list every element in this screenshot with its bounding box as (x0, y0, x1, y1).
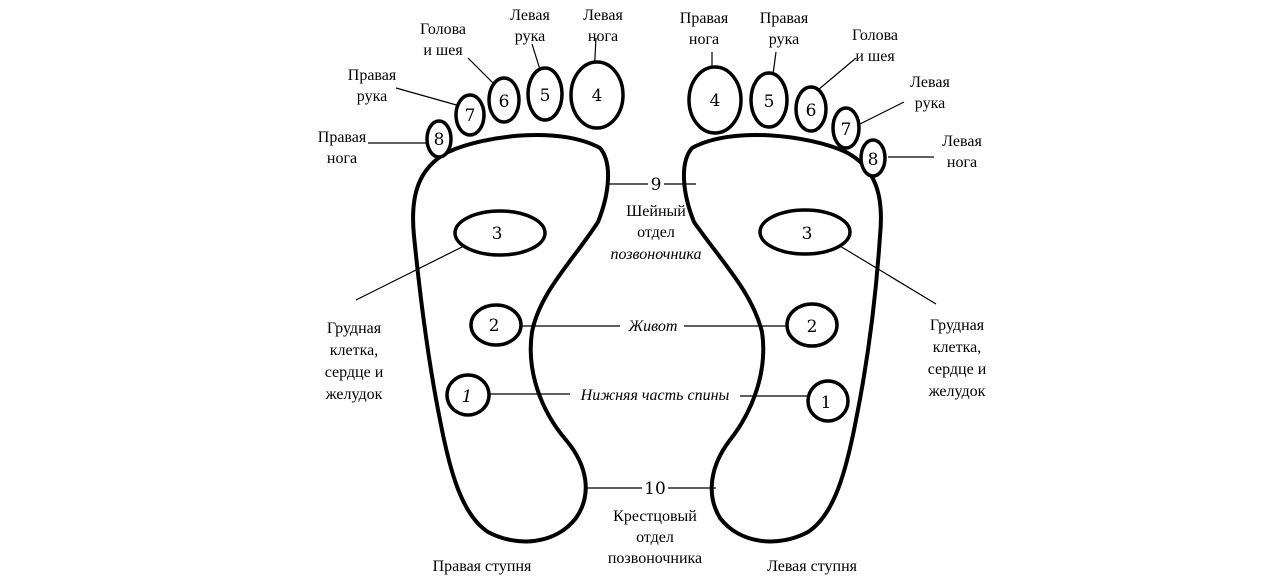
label-left-arm: рука (515, 28, 545, 45)
label-chest: Грудная (930, 317, 985, 334)
right-foot-labels: Правая нога Правая рука Голова и шея Лев… (318, 7, 624, 403)
label-right-leg: нога (689, 31, 719, 48)
label-left-leg: Левая (583, 7, 623, 24)
label-right-arm: Правая (760, 10, 809, 27)
zone-number: 3 (492, 224, 503, 244)
left-zone-6 (794, 85, 828, 133)
zone-number: 6 (806, 101, 817, 121)
label-chest: желудок (928, 383, 986, 400)
zone-number: 7 (841, 120, 852, 140)
left-zone-1 (806, 379, 850, 423)
label-head-neck: Голова (852, 27, 898, 44)
label-right-arm: Правая (348, 67, 397, 84)
label-left-arm: Левая (910, 74, 950, 91)
left-zone-2 (785, 302, 839, 348)
label-chest: сердце и (325, 364, 384, 381)
right-zone-1 (445, 373, 491, 417)
zone-numbers: 8 7 6 5 4 3 2 1 4 5 6 7 8 3 2 1 9 10 (434, 86, 879, 499)
left-zone-4 (687, 65, 743, 135)
zone-number: 6 (499, 92, 510, 112)
right-zone-7 (454, 93, 486, 137)
zone-number: 2 (489, 316, 500, 336)
label-left-leg: нога (588, 28, 618, 45)
label-left-arm: рука (915, 95, 945, 112)
label-right-arm: рука (357, 88, 387, 105)
zone-number: 4 (710, 91, 721, 111)
right-foot-outline (411, 133, 611, 544)
left-foot-caption: Левая ступня (767, 558, 858, 575)
right-zone-5 (526, 66, 564, 122)
right-zone-6 (487, 76, 521, 124)
label-chest: Грудная (327, 320, 382, 337)
label-lower-back: Нижняя часть спины (580, 387, 730, 404)
right-zone-4 (569, 60, 625, 130)
label-head-neck: Голова (420, 21, 466, 38)
left-zone-7 (831, 106, 861, 150)
right-foot-caption: Правая ступня (433, 558, 532, 575)
zone-number: 5 (764, 92, 775, 112)
label-left-arm: Левая (510, 7, 550, 24)
label-sacral-spine: Крестцовый (613, 508, 697, 525)
label-cervical-spine: Шейный (626, 203, 686, 220)
zone-number: 9 (651, 175, 662, 195)
label-right-leg: нога (327, 150, 357, 167)
left-foot-labels: Правая нога Правая рука Голова и шея Лев… (680, 10, 987, 400)
left-foot-zones (687, 65, 887, 423)
label-chest: сердце и (928, 361, 987, 378)
label-right-arm: рука (769, 31, 799, 48)
label-sacral-spine: отдел (636, 529, 674, 546)
left-zone-3 (758, 208, 852, 256)
zone-number: 7 (465, 106, 476, 126)
label-chest: желудок (325, 386, 383, 403)
right-zone-8 (425, 119, 453, 159)
label-cervical-spine: отдел (637, 224, 675, 241)
right-zone-2 (469, 303, 523, 347)
zone-number: 8 (868, 150, 879, 170)
label-chest: клетка, (330, 342, 378, 359)
zone-number: 3 (802, 224, 813, 244)
label-cervical-spine: позвоночника (611, 246, 702, 263)
leader-lines (355, 37, 937, 489)
center-labels: Шейный отдел позвоночника Живот Нижняя ч… (580, 203, 730, 567)
left-zone-5 (749, 71, 789, 129)
label-belly: Живот (628, 318, 678, 335)
right-foot-zones (425, 60, 625, 417)
label-sacral-spine: позвоночника (608, 550, 702, 567)
zone-number: 8 (434, 130, 445, 150)
zone-number: 1 (821, 393, 832, 413)
right-zone-3 (453, 209, 547, 257)
zone-number: 4 (592, 86, 603, 106)
zone-number: 10 (644, 479, 666, 499)
zone-number: 5 (540, 86, 551, 106)
zone-number: 2 (807, 317, 818, 337)
label-left-leg: нога (947, 154, 977, 171)
label-head-neck: и шея (855, 48, 895, 65)
left-foot-outline (681, 133, 883, 544)
label-left-leg: Левая (942, 133, 982, 150)
left-zone-8 (859, 138, 887, 178)
label-right-leg: Правая (680, 10, 729, 27)
label-right-leg: Правая (318, 129, 367, 146)
zone-number: 1 (462, 387, 473, 407)
label-head-neck: и шея (423, 42, 463, 59)
label-chest: клетка, (933, 339, 981, 356)
